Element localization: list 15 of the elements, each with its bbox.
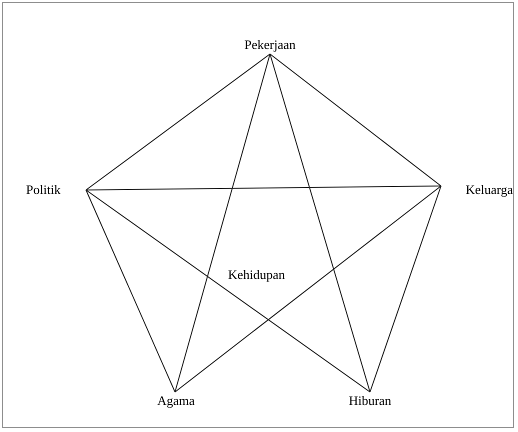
- node-label: Hiburan: [340, 392, 400, 410]
- node-label: Politik: [26, 181, 86, 199]
- node-label: Keluarga: [441, 181, 513, 199]
- node-label: Agama: [148, 392, 204, 410]
- connector-line: [86, 54, 270, 190]
- center-label: Kehidupan: [228, 266, 286, 284]
- connector-line: [270, 54, 370, 392]
- connector-line: [174, 54, 270, 392]
- connector-line: [86, 190, 176, 392]
- connector-line: [270, 54, 442, 186]
- connector-line: [86, 190, 370, 392]
- connector-line: [86, 186, 442, 190]
- node-label: Pekerjaan: [236, 36, 304, 54]
- connector-line: [370, 186, 442, 392]
- connector-line: [174, 186, 442, 392]
